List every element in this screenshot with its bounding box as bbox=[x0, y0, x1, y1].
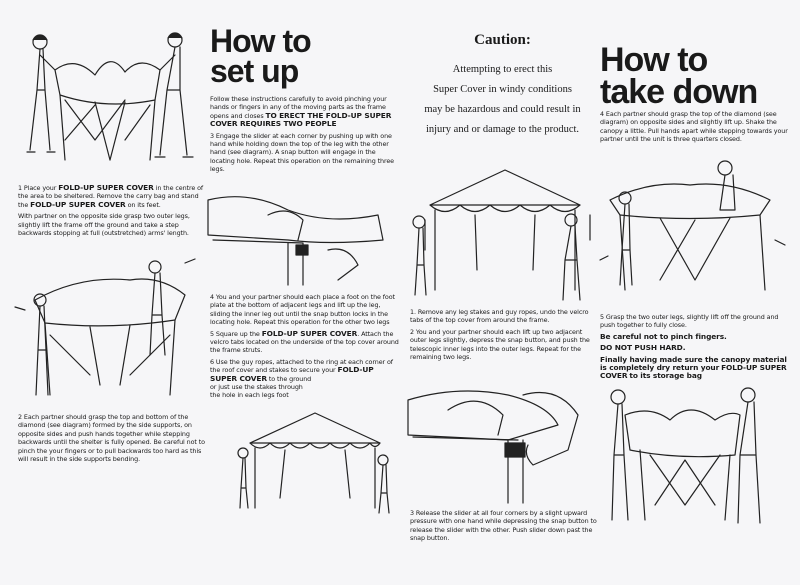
takedown-step5-text: 5 Grasp the two outer legs, slightly lif… bbox=[600, 313, 787, 381]
setup-step1-text: 1 Place your FOLD-UP SUPER COVER in the … bbox=[18, 183, 204, 238]
illustration-takedown-step3-release-slider bbox=[407, 390, 579, 504]
illustration-step1-partners-lifting-frame bbox=[26, 32, 194, 161]
illustration-step3-engage-slider bbox=[207, 196, 384, 286]
illustration-step2-opening-shelter bbox=[14, 258, 196, 396]
setup-step2-text: 2 Each partner should grasp the top and … bbox=[18, 413, 205, 464]
takedown-step3-text: 3 Release the slider at all four corners… bbox=[410, 509, 597, 543]
illustration-takedown-step1-canopy bbox=[412, 169, 591, 301]
illustration-takedown-final-folded-frame bbox=[610, 387, 761, 524]
takedown-steps-1-2-text: 1. Remove any leg stakes and guy ropes, … bbox=[410, 308, 590, 362]
setup-intro-text: Follow these instructions carefully to a… bbox=[210, 95, 395, 174]
caution-title: Caution: bbox=[474, 32, 531, 48]
illustration-step6-erected-canopy bbox=[237, 412, 390, 514]
caution-text: Attempting to erect this Super Cover in … bbox=[424, 64, 581, 135]
takedown-step4-text: 4 Each partner should grasp the top of t… bbox=[600, 110, 788, 144]
setup-steps-4-6-text: 4 You and your partner should each place… bbox=[210, 293, 399, 400]
illustration-takedown-step4-closing bbox=[599, 160, 786, 291]
